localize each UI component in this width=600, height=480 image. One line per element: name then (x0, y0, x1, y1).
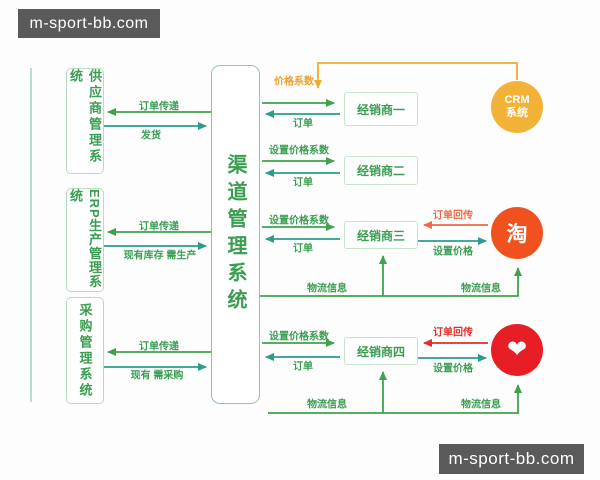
channel-management-hub-box: 渠道管理系统 (211, 65, 260, 404)
distributor-arrows (262, 99, 340, 361)
taobao-logo-icon: 淘 (491, 207, 543, 259)
need-purchase-label: 现有 需采购 (130, 370, 184, 382)
order-label-d1: 订单 (293, 118, 313, 130)
heart-glyph: ❤ (506, 336, 528, 363)
crm-label-line1: CRM (504, 93, 530, 106)
crm-price-line (314, 62, 518, 89)
order-return-label-heart: 订单回传 (433, 327, 473, 339)
logistics-label-heart-left: 物流信息 (307, 399, 347, 411)
taobao-glyph: 淘 (506, 223, 528, 246)
order-label-d4: 订单 (293, 361, 313, 373)
ship-goods-label: 发货 (141, 130, 161, 142)
logistics-line-taobao (258, 267, 522, 297)
order-label-d3: 订单 (293, 243, 313, 255)
watermark-top-left: m-sport-bb.com (18, 9, 160, 38)
order-transfer-label-3: 订单传递 (139, 341, 179, 353)
order-transfer-label-2: 订单传递 (139, 221, 179, 233)
distributor-1-box: 经销商一 (344, 92, 418, 126)
set-price-label-taobao: 设置价格 (433, 246, 473, 258)
watermark-bottom-right: m-sport-bb.com (439, 444, 584, 474)
distributor-3-box: 经销商三 (344, 221, 418, 249)
crm-system-circle: CRM 系统 (491, 81, 543, 133)
stock-production-label: 现有库存 需生产 (123, 250, 197, 262)
set-price-coeff-label-d3: 设置价格系数 (269, 215, 329, 227)
logistics-label-taobao-left: 物流信息 (307, 283, 347, 295)
supplier-arrows (102, 108, 212, 371)
logistics-line-heart (268, 384, 522, 414)
distributor-2-box: 经销商二 (344, 156, 418, 185)
heart-logo-icon: ❤ (491, 324, 543, 376)
crm-label-line2: 系统 (506, 107, 528, 119)
platform-arrows (418, 221, 488, 362)
purchase-system-box: 采购管理系统 (66, 297, 104, 404)
logistics-label-taobao-right: 物流信息 (461, 283, 501, 295)
distributor-4-box: 经销商四 (344, 337, 418, 365)
price-coefficient-label: 价格系数 (274, 76, 314, 88)
set-price-coeff-label-d4: 设置价格系数 (269, 331, 329, 343)
logistics-lines (258, 255, 522, 414)
logistics-label-heart-right: 物流信息 (461, 399, 501, 411)
set-price-label-heart: 设置价格 (433, 363, 473, 375)
order-label-d2: 订单 (293, 177, 313, 189)
supplier-system-box: 供应商管理系统 (66, 68, 104, 174)
erp-system-box: ERP生产管理系统 (66, 188, 104, 292)
order-return-label-taobao: 订单回传 (433, 210, 473, 222)
set-price-coeff-label-d2: 设置价格系数 (269, 145, 329, 157)
order-transfer-label-1: 订单传递 (139, 101, 179, 113)
